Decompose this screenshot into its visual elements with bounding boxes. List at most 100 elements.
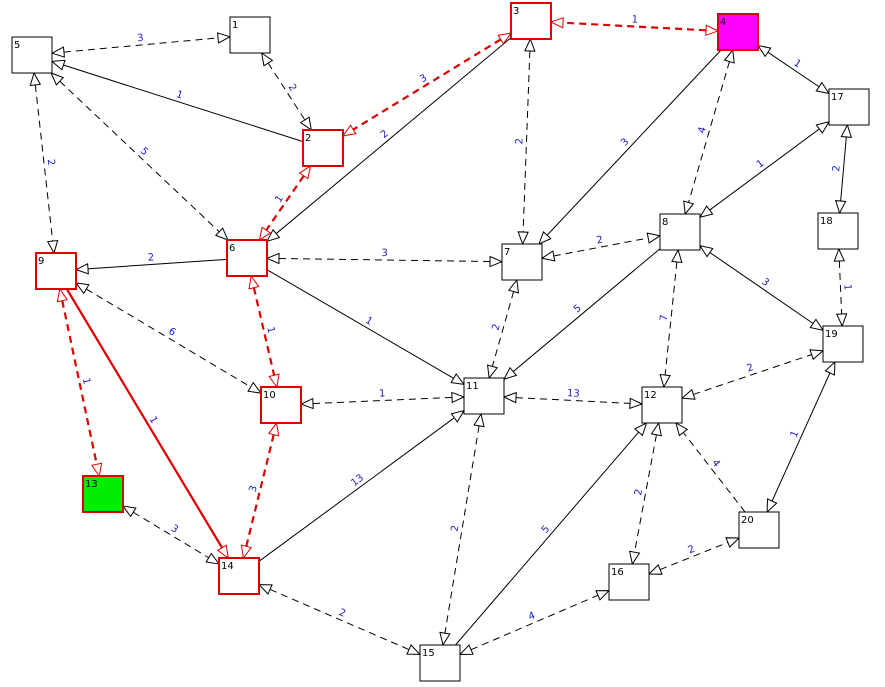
- node-9[interactable]: 9: [35, 252, 77, 290]
- edge-weight-1-2: 2: [286, 82, 299, 93]
- node-11[interactable]: 11: [463, 377, 505, 415]
- node-13[interactable]: 13: [82, 475, 124, 513]
- arrowhead-16-20-at-16: [647, 564, 663, 575]
- edge-7-8: [541, 235, 661, 259]
- node-box-18: [817, 212, 859, 250]
- edge-9-10: [75, 282, 262, 394]
- arrowhead-4-3-at-4: [705, 24, 720, 37]
- arrowhead-13-14-at-14: [205, 552, 221, 565]
- arrowhead-10-11-at-11: [451, 391, 466, 404]
- edge-weight-12-19: 2: [746, 362, 756, 374]
- arrowhead-2-6-at-6: [258, 226, 272, 242]
- node-box-7: [501, 243, 543, 281]
- node-18[interactable]: 18: [817, 212, 859, 250]
- node-box-9: [35, 252, 77, 290]
- edge-weight-6-9: 2: [148, 252, 155, 263]
- node-17[interactable]: 17: [828, 88, 870, 126]
- arrowhead-3-2-at-3: [497, 32, 513, 45]
- node-box-11: [463, 377, 505, 415]
- node-15[interactable]: 15: [419, 644, 461, 682]
- arrowhead-3-6-at-6: [266, 228, 281, 243]
- node-1[interactable]: 1: [229, 16, 271, 54]
- node-label-3: 3: [513, 6, 519, 17]
- node-6[interactable]: 6: [226, 239, 268, 277]
- edge-15-12: [455, 422, 647, 646]
- edge-weight-9-14: 1: [147, 415, 160, 426]
- node-label-10: 10: [263, 390, 276, 401]
- edge-weight-7-8: 2: [596, 235, 604, 247]
- arrowhead-15-16-at-15: [458, 644, 474, 655]
- arrowhead-12-16-at-16: [628, 550, 641, 566]
- arrowhead-5-1-at-1: [217, 32, 232, 44]
- arrowhead-16-20-at-20: [725, 537, 741, 548]
- node-10[interactable]: 10: [260, 386, 302, 424]
- arrowhead-8-12-at-8: [671, 248, 683, 264]
- arrowhead-8-12-at-12: [659, 373, 671, 389]
- edge-weight-11-12: 13: [567, 388, 580, 400]
- edge-weight-6-11: 1: [363, 315, 374, 328]
- node-12[interactable]: 12: [641, 386, 683, 424]
- edge-weight-10-11: 1: [379, 388, 386, 399]
- edge-weight-8-19: 3: [759, 276, 770, 289]
- edge-19-20: [766, 361, 836, 513]
- edge-6-10: [250, 275, 278, 388]
- edge-weight-5-1: 3: [137, 33, 144, 45]
- arrowhead-6-10-at-6: [248, 274, 260, 290]
- edge-weight-14-11: 13: [349, 473, 366, 489]
- arrowhead-9-10-at-10: [247, 381, 263, 394]
- arrowhead-1-2-at-2: [299, 116, 313, 132]
- arrowhead-4-17-at-4: [756, 44, 772, 58]
- edge-5-6: [50, 72, 229, 241]
- node-label-6: 6: [229, 243, 235, 254]
- arrowhead-7-11-at-7: [507, 278, 520, 294]
- edge-weight-19-20: 1: [789, 429, 802, 439]
- node-7[interactable]: 7: [501, 243, 543, 281]
- arrowhead-10-14-at-14: [240, 544, 252, 560]
- edges-layer: [33, 20, 848, 655]
- node-label-2: 2: [305, 133, 311, 144]
- node-8[interactable]: 8: [659, 213, 701, 251]
- node-20[interactable]: 20: [738, 511, 780, 549]
- edge-14-11: [258, 410, 465, 562]
- node-19[interactable]: 19: [822, 325, 864, 363]
- edge-weight-8-12: 7: [659, 314, 671, 321]
- edge-weight-20-12: 4: [709, 458, 722, 470]
- node-box-12: [641, 386, 683, 424]
- arrowhead-8-11-at-11: [503, 366, 518, 381]
- arrowhead-7-8-at-7: [540, 250, 556, 262]
- edge-weight-9-10: 6: [166, 326, 177, 339]
- edge-17-8: [699, 121, 830, 218]
- arrowhead-4-3-at-3: [549, 16, 564, 29]
- node-label-4: 4: [720, 17, 726, 28]
- edge-4-8: [684, 49, 734, 215]
- edge-11-15: [442, 413, 482, 646]
- arrowhead-6-10-at-10: [268, 373, 280, 389]
- edge-8-19: [699, 245, 824, 331]
- edge-weight-6-7: 3: [381, 248, 388, 259]
- arrowhead-12-16-at-12: [650, 421, 663, 437]
- arrowhead-17-18-at-17: [840, 123, 853, 138]
- node-4[interactable]: 4: [717, 13, 759, 51]
- edge-15-16: [459, 590, 610, 655]
- arrowhead-12-19-at-19: [809, 349, 825, 361]
- edge-20-12: [675, 422, 746, 513]
- edge-weight-3-2: 3: [418, 73, 429, 86]
- node-14[interactable]: 14: [218, 557, 260, 595]
- node-3[interactable]: 3: [510, 2, 552, 40]
- node-16[interactable]: 16: [608, 563, 650, 601]
- edge-1-2: [261, 52, 312, 131]
- edge-weight-12-16: 2: [633, 488, 645, 496]
- arrowhead-15-12-at-12: [634, 422, 648, 437]
- arrowhead-11-12-at-12: [629, 397, 644, 410]
- arrowhead-2-5-at-5: [50, 59, 66, 71]
- edge-6-7: [266, 257, 503, 263]
- node-5[interactable]: 5: [11, 36, 53, 74]
- node-box-8: [659, 213, 701, 251]
- edge-weight-16-20: 2: [687, 544, 697, 557]
- edge-weight-7-11: 2: [491, 323, 503, 332]
- node-box-10: [260, 386, 302, 424]
- node-2[interactable]: 2: [302, 129, 344, 167]
- node-label-14: 14: [221, 561, 234, 572]
- arrowhead-9-10-at-9: [74, 282, 90, 295]
